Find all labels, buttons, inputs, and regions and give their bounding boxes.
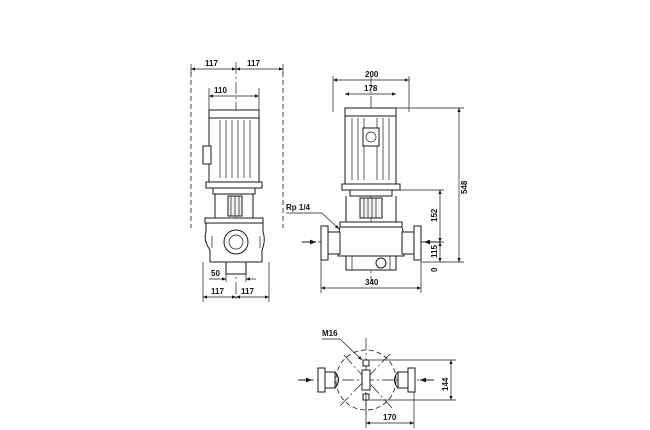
front-dim-overall-width: 200 — [365, 70, 379, 79]
side-view: 117 117 110 — [190, 59, 284, 302]
front-dim-flange-to-coupling: 152 — [430, 208, 439, 222]
side-dim-pipe-offset: 50 — [211, 269, 220, 278]
side-dim-bottom-left: 117 — [211, 287, 224, 296]
side-dim-top-left: 117 — [205, 59, 218, 68]
front-dim-base-level: 0 — [430, 267, 439, 272]
gauge-port-label: Rp 1/4 — [286, 203, 311, 212]
foot-dim-horizontal: 170 — [383, 413, 397, 422]
side-dim-top-right: 117 — [247, 59, 260, 68]
foot-view: M16 144 170 — [298, 329, 456, 428]
foot-dim-vertical: 144 — [441, 377, 450, 391]
front-dim-port-to-port: 340 — [365, 278, 379, 287]
front-dim-pipe-height: 115 — [430, 245, 439, 258]
front-dim-motor-width: 178 — [364, 84, 378, 93]
front-view: 200 178 — [286, 70, 469, 293]
front-dim-overall-height: 548 — [460, 180, 469, 194]
foot-bolt-label: M16 — [322, 329, 338, 338]
side-dim-motor-width: 110 — [214, 86, 227, 95]
side-dim-bottom-right: 117 — [241, 287, 254, 296]
